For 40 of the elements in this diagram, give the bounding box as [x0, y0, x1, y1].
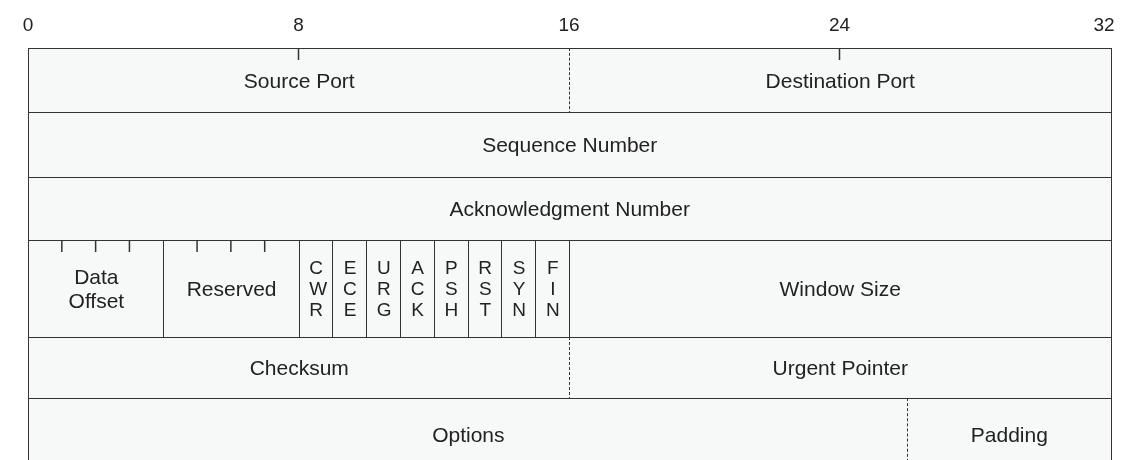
- header-field: [501, 240, 537, 339]
- bit-number: 32: [1093, 14, 1115, 36]
- header-field: [366, 240, 402, 339]
- field-label: A C K: [410, 257, 425, 321]
- field-label: R S T: [478, 257, 493, 321]
- field-label: Acknowledgment Number: [449, 197, 690, 222]
- field-label: U R G: [376, 257, 391, 321]
- field-label: Destination Port: [765, 68, 915, 93]
- field-label: E C E: [342, 257, 357, 321]
- bit-number: 24: [828, 14, 851, 36]
- header-field: [433, 240, 470, 339]
- header-field: [907, 398, 1112, 460]
- field-label: S Y N: [512, 257, 527, 321]
- header-field: [28, 177, 1112, 242]
- field-label: Reserved: [186, 277, 277, 302]
- header-field: [535, 240, 571, 339]
- field-label: Padding: [970, 422, 1048, 447]
- field-label: Data Offset: [67, 265, 126, 314]
- header-field: [28, 48, 571, 114]
- field-label: F I N: [545, 257, 560, 321]
- header-field: [569, 337, 1112, 400]
- field-label: P S H: [444, 257, 459, 321]
- header-field: [28, 337, 571, 400]
- header-field: [399, 240, 436, 339]
- header-field: [569, 240, 1112, 339]
- bit-number: 8: [293, 14, 304, 36]
- field-label: Window Size: [779, 277, 901, 302]
- bit-number: 16: [558, 14, 580, 36]
- header-field: [28, 398, 909, 460]
- header-field: [569, 48, 1112, 114]
- header-field: [28, 240, 165, 339]
- field-label: Options: [432, 422, 505, 447]
- field-label: Source Port: [243, 68, 355, 93]
- field-label: Urgent Pointer: [772, 356, 908, 381]
- field-label: Sequence Number: [482, 133, 658, 158]
- bit-number: 0: [22, 14, 34, 36]
- header-field: [163, 240, 300, 339]
- field-label: Checksum: [249, 356, 349, 381]
- header-field: [28, 112, 1112, 179]
- header-field: [332, 240, 368, 339]
